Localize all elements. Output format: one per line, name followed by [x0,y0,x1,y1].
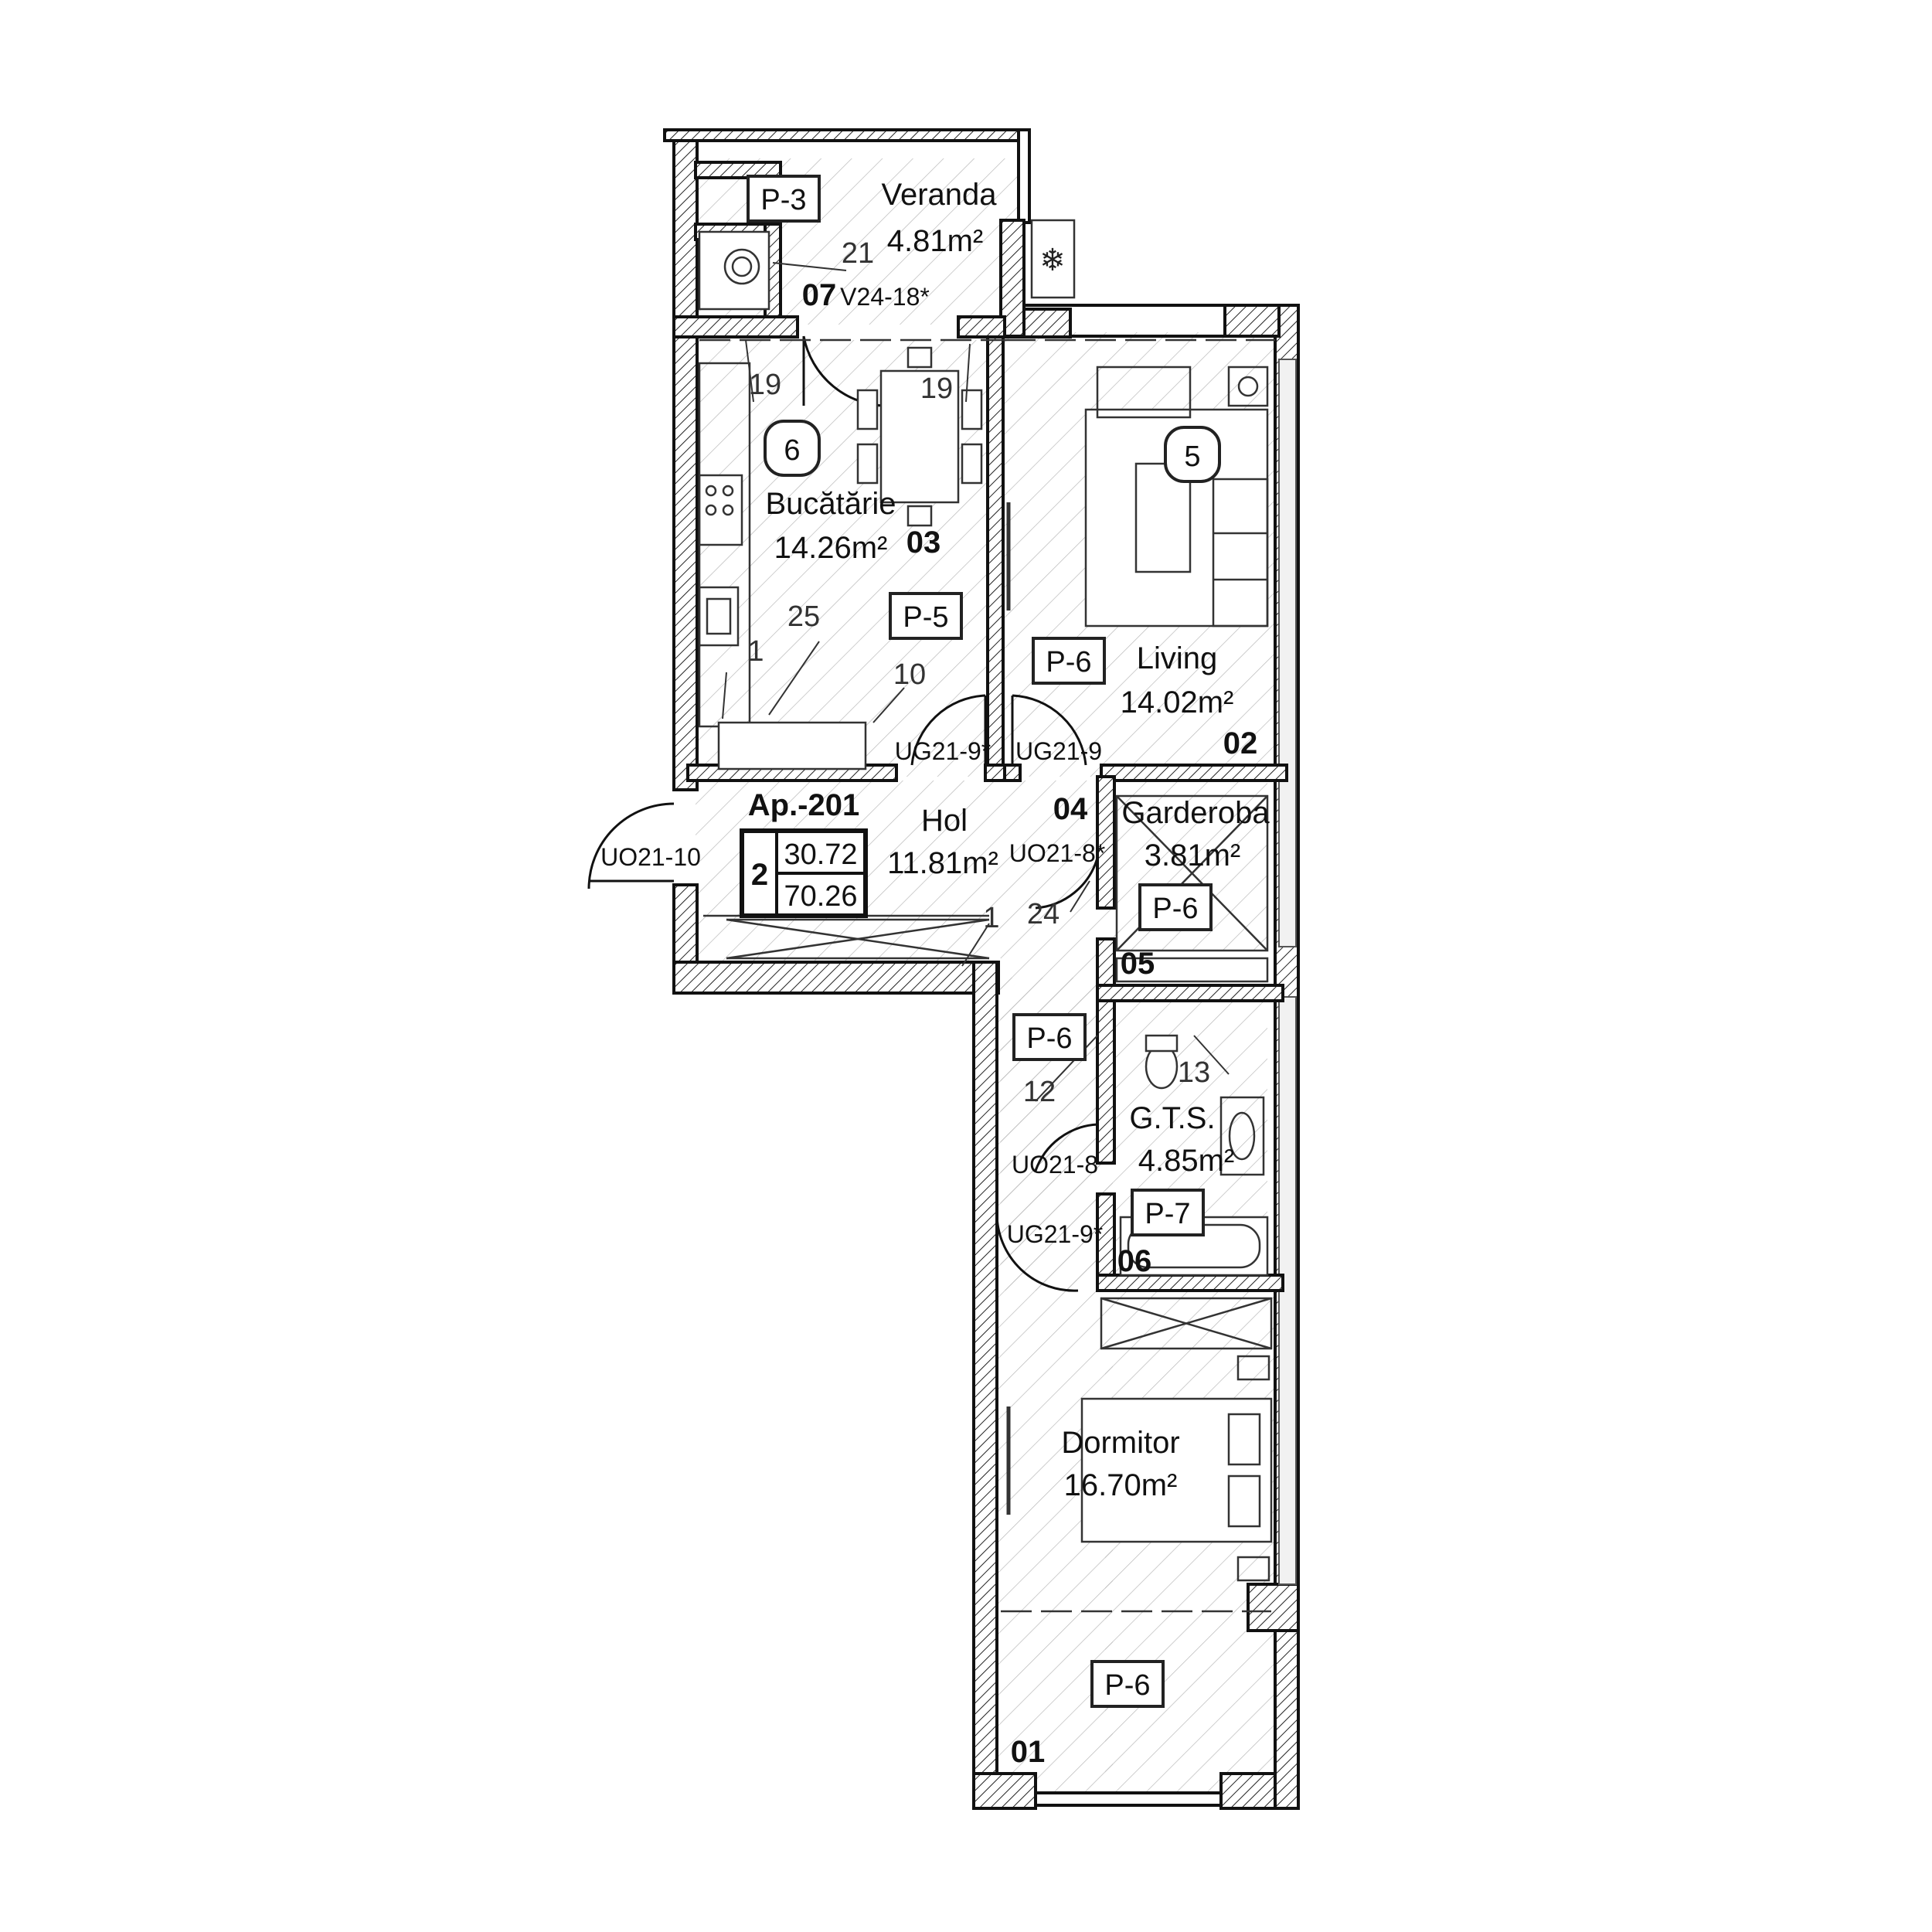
room-number-hall: 04 [1053,792,1088,826]
tag-p7: P-7 [1145,1198,1190,1230]
apartment-rooms: 2 [751,858,768,892]
room-area-kitchen: 14.26m² [774,531,888,565]
apartment-name: Ap.-201 [748,788,860,822]
door-label-uo21-10: UO21-10 [600,843,701,871]
room-number-wardrobe: 05 [1121,947,1155,981]
dim-1-kitchen: 1 [747,635,764,668]
door-label-v24-18: V24-18* [840,283,930,311]
tag-p6-hall: P-6 [1026,1022,1072,1055]
dining-table-icon [856,346,983,527]
stove-icon [698,474,743,546]
door-label-ug21-9-bedroom: UG21-9* [1007,1220,1104,1248]
dimension-marks: 21 19 19 25 1 10 1 24 13 12 [747,237,1210,1108]
room-area-bath: 4.85m² [1138,1144,1235,1178]
room-name-living: Living [1137,641,1218,675]
dim-12: 12 [1023,1076,1056,1108]
tag-p6-wardrobe: P-6 [1152,893,1198,925]
dim-19-left: 19 [749,369,781,401]
walls [663,128,1300,1810]
sink-icon [698,586,740,647]
circle-tag-5: 5 [1184,440,1200,473]
circle-tags: 6 5 [764,420,1221,483]
tag-p6-bedroom: P-6 [1104,1669,1150,1702]
apartment-summary: Ap.-201 2 30.72 70.26 [740,788,868,918]
boiler-icon [698,230,770,311]
room-area-veranda: 4.81m² [887,224,984,258]
door-label-ug21-9-kitchen: UG21-9* [895,737,992,765]
dim-24: 24 [1027,898,1060,930]
room-name-hall: Hol [921,804,968,838]
room-name-wardrobe: Garderoba [1121,796,1270,830]
room-name-veranda: Veranda [881,178,997,212]
door-label-ug21-9-living: UG21-9 [1015,737,1102,765]
apartment-area-total: 70.26 [784,880,857,913]
room-number-veranda: 07 [802,278,837,312]
circle-tag-6: 6 [784,434,800,467]
toilet-icon [1145,1034,1179,1090]
bed-icon [1080,1397,1273,1543]
svg-text:❄: ❄ [1039,243,1066,278]
dim-21: 21 [842,237,874,270]
dim-19-right: 19 [920,372,953,405]
room-area-wardrobe: 3.81m² [1145,838,1241,872]
room-name-bath: G.T.S. [1129,1101,1215,1135]
tag-p5: P-5 [903,601,948,634]
dim-1-hall: 1 [983,902,999,934]
room-number-kitchen: 03 [906,526,941,560]
finish-tags: P-3 P-5 P-6 P-6 P-6 P-7 P-6 [747,175,1213,1708]
dimension-leaders [722,262,1230,1102]
room-area-bedroom: 16.70m² [1064,1468,1178,1502]
room-area-living: 14.02m² [1121,685,1234,719]
dim-25: 25 [787,600,820,633]
room-name-bedroom: Dormitor [1061,1426,1179,1460]
snowflake-icon: ❄ [1030,219,1076,299]
apartment-area-useful: 30.72 [784,838,857,871]
dim-13: 13 [1178,1056,1210,1089]
room-number-bedroom: 01 [1011,1735,1046,1769]
room-number-living: 02 [1223,726,1258,760]
room-number-bath: 06 [1117,1244,1152,1278]
tag-p6-living: P-6 [1046,646,1091,679]
furniture: ❄ [698,219,1275,1613]
room-labels: Veranda 4.81m² 07 Bucătărie 14.26m² 03 L… [766,178,1270,1769]
room-name-kitchen: Bucătărie [766,487,896,521]
door-labels: V24-18* UG21-9* UG21-9 UO21-10 UO21-8* U… [600,283,1105,1248]
dim-10: 10 [893,658,926,691]
room-area-hall: 11.81m² [887,846,998,880]
tag-p3: P-3 [760,184,806,216]
door-label-uo21-8-bath: UO21-8 [1012,1151,1098,1179]
door-label-uo21-8-wardrobe: UO21-8* [1009,839,1106,867]
